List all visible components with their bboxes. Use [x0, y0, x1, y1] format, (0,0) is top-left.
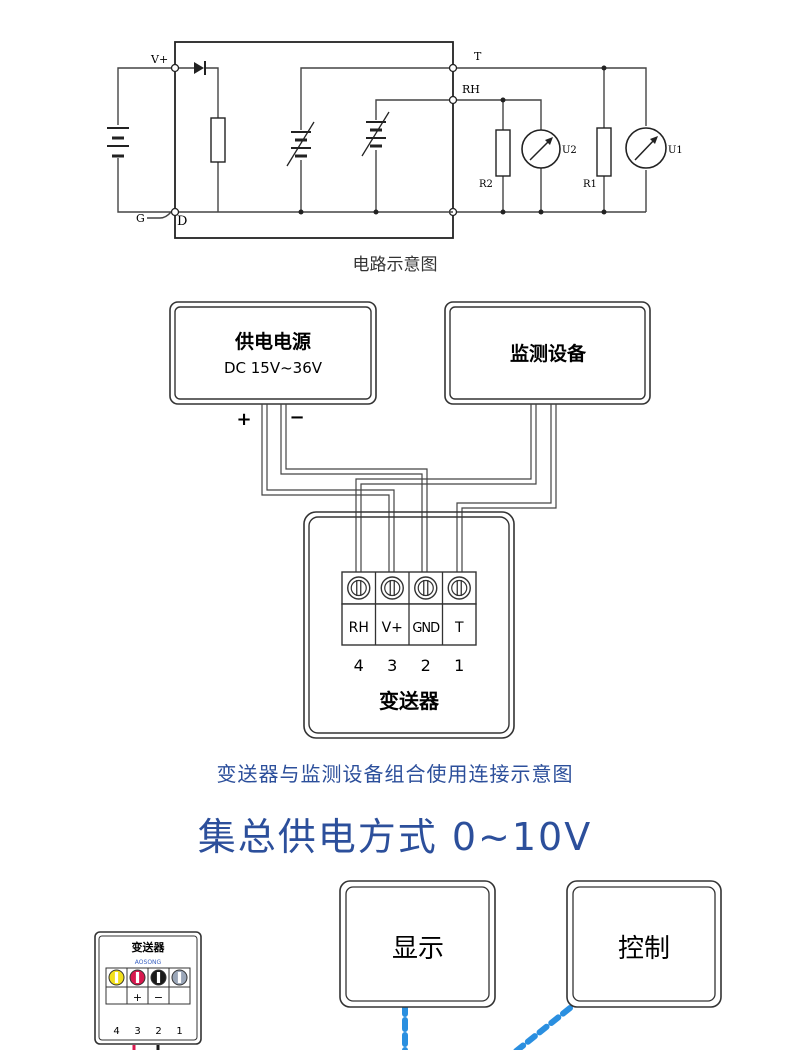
mini-screw-icon [129, 969, 146, 986]
u2-label: U2 [562, 145, 577, 156]
control-box: 控制 [566, 880, 722, 1008]
mini-plus-sign: + [133, 991, 142, 1004]
terminal-screw-icon [447, 576, 471, 600]
terminal-4-number: 4 [354, 656, 364, 675]
ground-junction-dot-3 [500, 209, 506, 215]
rh-variable-source [361, 111, 390, 157]
mini-transmitter-title: 变送器 [132, 940, 166, 954]
plus-sign: + [236, 409, 251, 430]
external-load-wire [457, 67, 647, 213]
transmitter-frame [174, 41, 454, 239]
mini-terminal-screws [108, 969, 188, 986]
ground-junction-dot-2 [373, 209, 379, 215]
terminal-t-label: T [454, 620, 464, 636]
display-label: 显示 [392, 934, 444, 964]
mini-screw-icon [150, 969, 167, 986]
ground-terminal [170, 207, 180, 217]
mini-number-2: 2 [155, 1026, 161, 1037]
terminal-screw-icon [414, 576, 438, 600]
terminal-screw-icon [347, 576, 371, 600]
connection-wires [261, 404, 557, 572]
terminal-screws [347, 576, 471, 600]
ground-junction-dot-1 [298, 209, 304, 215]
t-terminal [448, 63, 458, 73]
vplus-terminal [170, 63, 180, 73]
wiring-caption: 变送器与监测设备组合使用连接示意图 [216, 762, 574, 786]
mini-screw-icon [108, 969, 125, 986]
u1-label: U1 [668, 145, 683, 156]
r1-label: R1 [583, 179, 597, 190]
t-variable-source [286, 121, 315, 167]
terminal-1-number: 1 [454, 656, 464, 675]
t-signal-wire [300, 67, 449, 212]
bottom-diagram: 显示 控制 变送器 AOSONG + − 4 3 2 1 [94, 880, 722, 1050]
terminal-gnd-label: GND [412, 621, 440, 636]
ground-lead-wire [147, 211, 172, 219]
ground-junction-dot-5 [601, 209, 607, 215]
g-label: G [136, 212, 145, 225]
r1-resistor [596, 127, 612, 177]
control-label: 控制 [618, 934, 670, 964]
d-label: D [177, 214, 187, 229]
power-supply-box: 供电电源 DC 15V~36V [169, 301, 377, 405]
terminal-vplus-label: V+ [382, 620, 403, 636]
rh-label: RH [462, 83, 480, 96]
battery-loop-wire [117, 67, 175, 213]
t-junction-dot [601, 65, 607, 71]
mini-transmitter: 变送器 AOSONG + − 4 3 2 1 [94, 931, 202, 1050]
diode-symbol [194, 61, 206, 75]
wiring-diagram: 供电电源 DC 15V~36V 监测设备 + − RH V+ GND T 4 [169, 301, 651, 739]
internal-resistor [210, 117, 226, 163]
internal-supply-wire [179, 67, 453, 213]
power-supply-voltage: DC 15V~36V [224, 359, 323, 377]
circuit-caption: 电路示意图 [352, 255, 438, 272]
ground-junction-dot-4 [538, 209, 544, 215]
r2-resistor [495, 129, 511, 177]
section-heading: 集总供电方式 0~10V [197, 815, 593, 859]
r2-label: R2 [479, 179, 493, 190]
u1-meter [625, 127, 667, 169]
terminal-3-number: 3 [387, 656, 397, 675]
power-supply-title: 供电电源 [234, 330, 311, 353]
mini-transmitter-brand: AOSONG [135, 959, 162, 966]
t-label: T [474, 50, 482, 63]
monitoring-device-box: 监测设备 [444, 301, 651, 405]
u2-meter [521, 129, 561, 169]
monitoring-device-title: 监测设备 [510, 342, 587, 365]
terminal-rh-label: RH [349, 620, 369, 636]
battery-symbol [107, 127, 129, 158]
minus-sign: − [289, 407, 304, 428]
mini-number-3: 3 [134, 1026, 140, 1037]
mini-minus-sign: − [154, 991, 163, 1004]
mini-number-4: 4 [113, 1026, 119, 1037]
transmitter-box [303, 511, 515, 739]
rh-terminal [448, 95, 458, 105]
terminal-labels: RH V+ GND T 4 3 2 1 [349, 620, 465, 675]
circuit-diagram: V+ G D T RH R2 R1 U2 U1 [107, 41, 683, 239]
transmitter-label: 变送器 [379, 689, 440, 713]
control-dashed-wire [512, 1005, 573, 1050]
mini-screw-icon [171, 969, 188, 986]
mini-number-1: 1 [176, 1026, 182, 1037]
terminal-2-number: 2 [421, 656, 431, 675]
rh-junction-dot [500, 97, 506, 103]
rh-signal-wire [375, 99, 449, 212]
display-box: 显示 [339, 880, 496, 1008]
vplus-label: V+ [150, 53, 168, 66]
terminal-screw-icon [380, 576, 404, 600]
